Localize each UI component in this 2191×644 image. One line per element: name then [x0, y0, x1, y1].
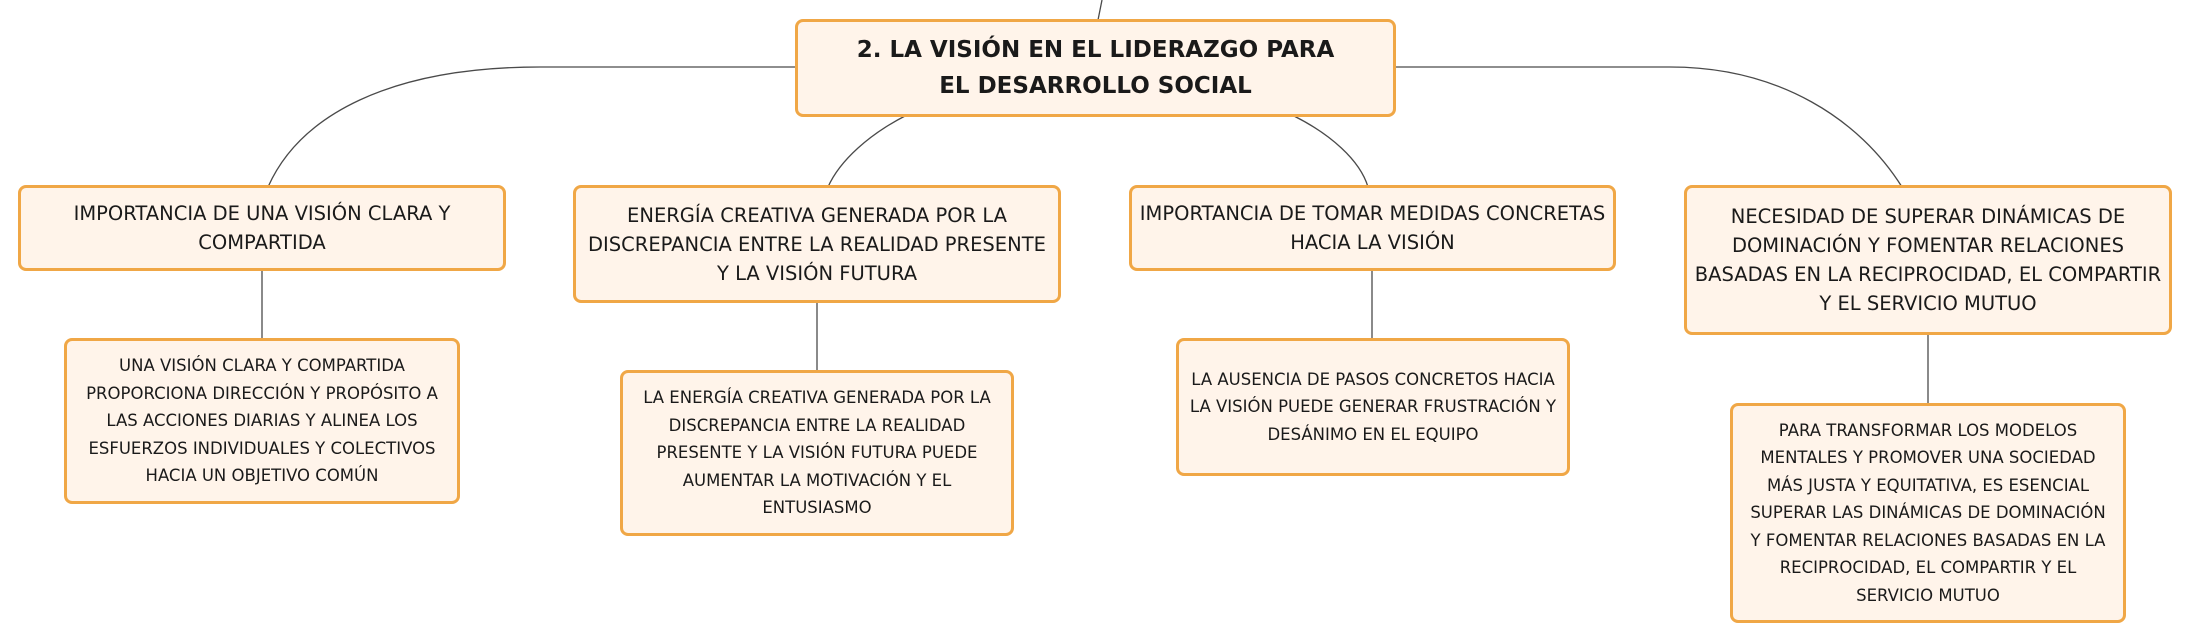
connector-root-branch-4	[1395, 66, 1903, 188]
connector-root-branch-3	[1293, 115, 1369, 188]
detail-node-2[interactable]: LA ENERGÍA CREATIVA GENERADA POR LA DISC…	[620, 370, 1014, 536]
connector-root-branch-1	[267, 66, 797, 188]
branch-node-2[interactable]: ENERGÍA CREATIVA GENERADA POR LA DISCREP…	[573, 185, 1061, 303]
detail-text: UNA VISIÓN CLARA Y COMPARTIDA PROPORCION…	[86, 356, 438, 486]
detail-text: LA AUSENCIA DE PASOS CONCRETOS HACIA LA …	[1189, 369, 1557, 444]
branch-node-4[interactable]: NECESIDAD DE SUPERAR DINÁMICAS DE DOMINA…	[1684, 185, 2172, 335]
detail-text: LA ENERGÍA CREATIVA GENERADA POR LA DISC…	[643, 388, 991, 518]
branch-title: NECESIDAD DE SUPERAR DINÁMICAS DE DOMINA…	[1694, 205, 2162, 315]
root-node[interactable]: 2. LA VISIÓN EN EL LIDERAZGO PARA EL DES…	[795, 19, 1396, 117]
branch-title: ENERGÍA CREATIVA GENERADA POR LA DISCREP…	[588, 203, 1046, 285]
detail-node-3[interactable]: LA AUSENCIA DE PASOS CONCRETOS HACIA LA …	[1176, 338, 1570, 476]
connector-top-stub	[1097, 0, 1103, 21]
branch-node-1[interactable]: IMPORTANCIA DE UNA VISIÓN CLARA Y COMPAR…	[18, 185, 506, 271]
branch-node-3[interactable]: IMPORTANCIA DE TOMAR MEDIDAS CONCRETAS H…	[1129, 185, 1616, 271]
detail-text: PARA TRANSFORMAR LOS MODELOS MENTALES Y …	[1750, 420, 2106, 605]
detail-node-4[interactable]: PARA TRANSFORMAR LOS MODELOS MENTALES Y …	[1730, 403, 2126, 623]
branch-title: IMPORTANCIA DE UNA VISIÓN CLARA Y COMPAR…	[73, 202, 451, 254]
detail-node-1[interactable]: UNA VISIÓN CLARA Y COMPARTIDA PROPORCION…	[64, 338, 460, 504]
connector-root-branch-2	[827, 115, 906, 188]
root-title: 2. LA VISIÓN EN EL LIDERAZGO PARA EL DES…	[856, 37, 1335, 99]
branch-title: IMPORTANCIA DE TOMAR MEDIDAS CONCRETAS H…	[1139, 202, 1606, 254]
